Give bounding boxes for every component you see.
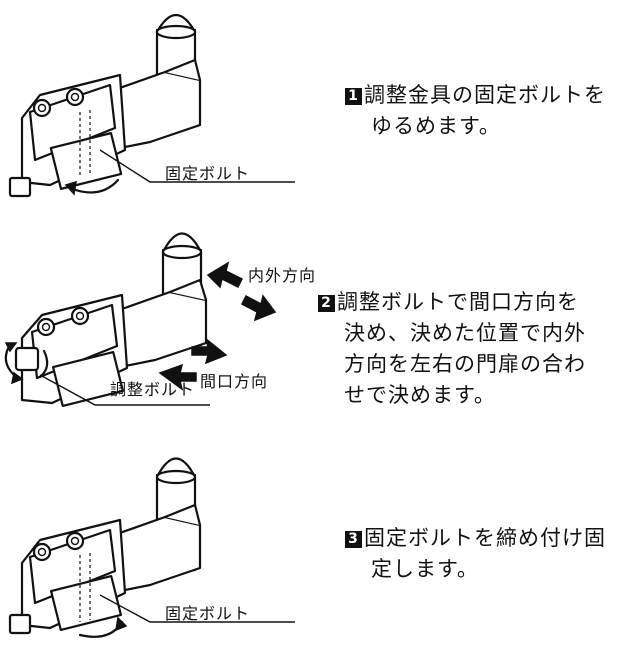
step-1-number: 1 [345,88,362,105]
inner-outer-direction-label: 内外方向 [248,266,317,285]
hinge-bracket-illustration-1 [8,14,295,198]
step-3-number: 3 [345,531,362,548]
adjusting-bolt-label: 調整ボルト [110,380,196,399]
fixing-bolt-label-3: 固定ボルト [165,604,251,623]
frontage-direction-label: 間口方向 [200,372,269,391]
step-1-line-1: 調整金具の固定ボルトを [364,83,606,107]
step-2-line-2: 決め、決めた位置で内外 [344,321,586,345]
fixing-bolt-label-1: 固定ボルト [165,164,251,183]
step-2-number: 2 [318,295,335,312]
step-3-line-2: 定します。 [371,557,479,581]
direction-arrow-icon [206,261,244,289]
step-3-line-1: 固定ボルトを締め付け固 [364,526,606,550]
hinge-bracket-illustration-3 [8,457,295,638]
step-2-line-4: せで決めます。 [344,383,496,407]
step-2-line-3: 方向を左右の門扉の合わ [344,352,586,376]
step-1-line-2: ゆるめます。 [371,114,501,138]
hinge-bracket-illustration-2 [4,232,277,408]
step-2-line-1: 調整ボルトで間口方向を [337,290,579,314]
